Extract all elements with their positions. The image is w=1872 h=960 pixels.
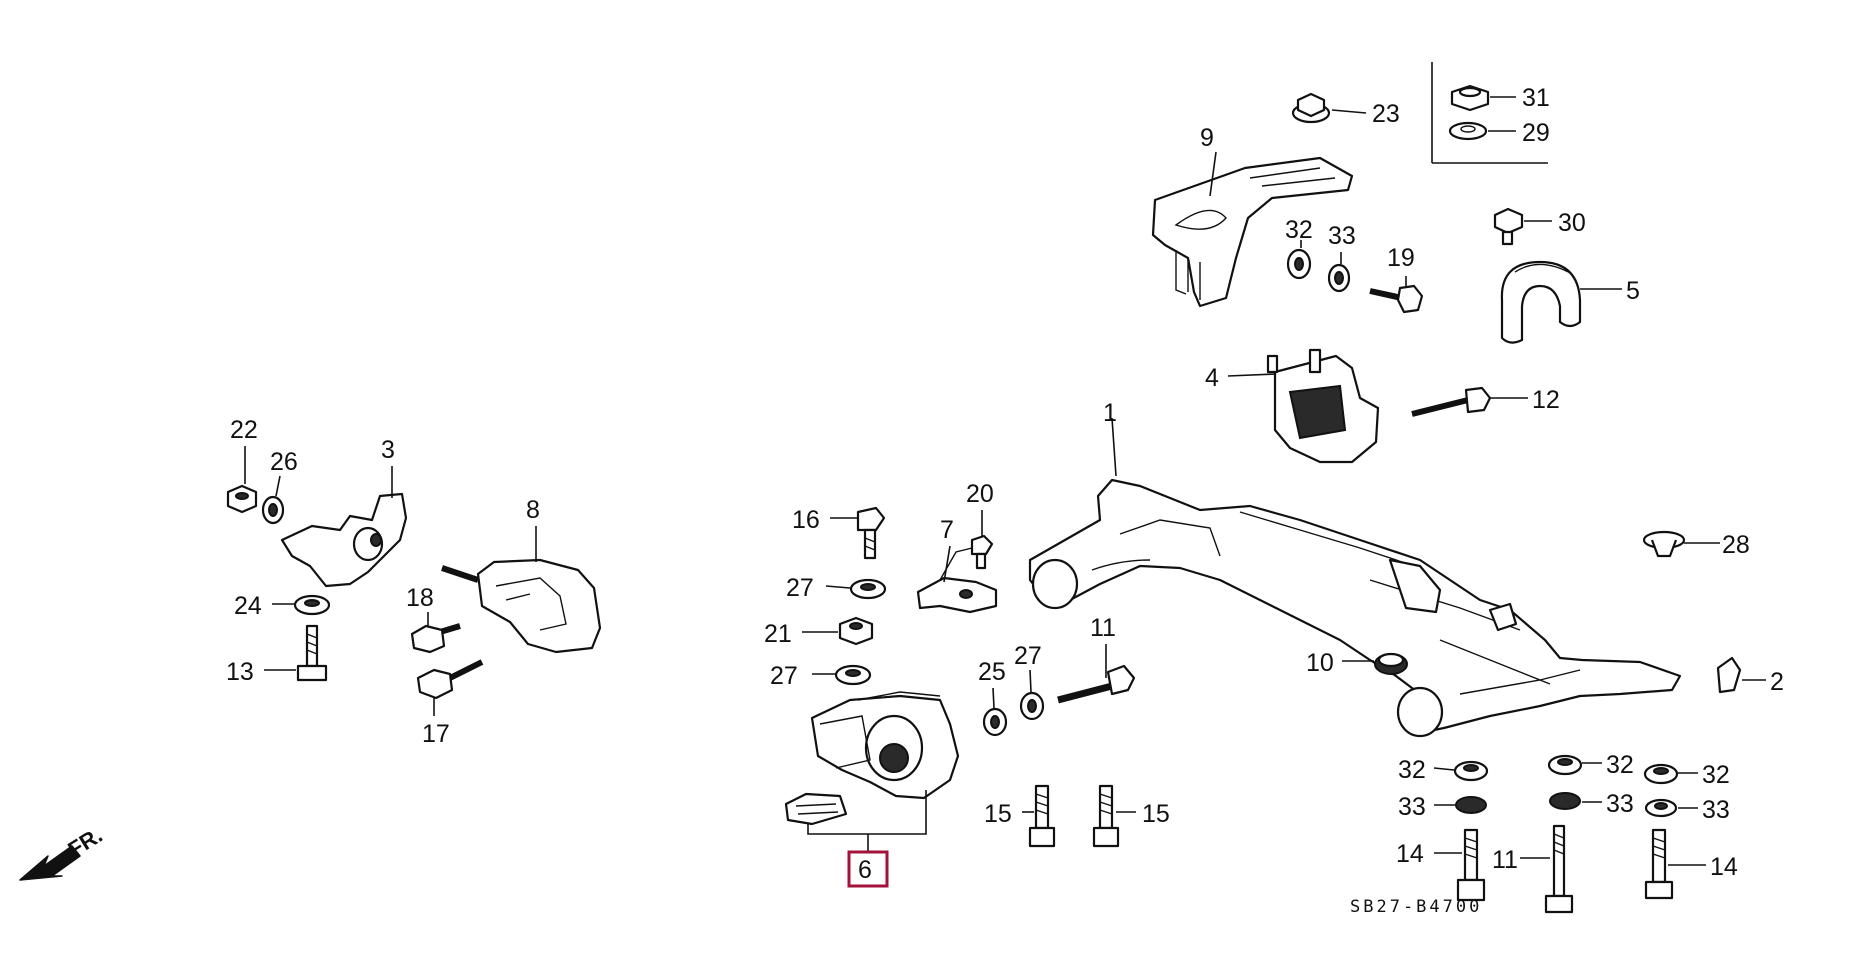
part-8-mount xyxy=(441,526,602,654)
callout-32-b: 32 xyxy=(1606,751,1634,779)
part-27-washer-mid xyxy=(1019,669,1045,721)
callout-26: 26 xyxy=(270,448,298,476)
part-27-washer-lower xyxy=(812,664,872,686)
part-29-washer xyxy=(1448,121,1516,141)
part-32-washer-upper xyxy=(1286,240,1312,280)
callout-17: 17 xyxy=(422,720,450,748)
part-5-bushing xyxy=(1500,260,1622,344)
callout-33-a: 33 xyxy=(1398,793,1426,821)
part-16-bolt xyxy=(830,506,886,560)
part-32-washer-c xyxy=(1643,763,1698,785)
callout-32-c: 32 xyxy=(1702,761,1730,789)
part-4-mount xyxy=(1227,348,1380,464)
callout-32-upper: 32 xyxy=(1285,216,1313,244)
part-27-washer-upper xyxy=(825,578,887,600)
part-33-washer-upper xyxy=(1327,252,1351,293)
callout-7: 7 xyxy=(940,516,954,544)
callout-14-b: 14 xyxy=(1710,853,1738,881)
callout-18: 18 xyxy=(406,584,434,612)
callout-23: 23 xyxy=(1372,100,1400,128)
part-22-nut xyxy=(226,446,258,514)
bracket-box-31-29 xyxy=(1431,62,1548,164)
diagram-code: SB27-B4700 xyxy=(1350,897,1482,917)
callout-9: 9 xyxy=(1200,124,1214,152)
callout-5: 5 xyxy=(1626,277,1640,305)
callout-8: 8 xyxy=(526,496,540,524)
part-21-nut xyxy=(802,616,874,646)
callout-30: 30 xyxy=(1558,209,1586,237)
callout-20: 20 xyxy=(966,480,994,508)
part-3-bracket xyxy=(280,466,408,588)
part-11-bolt-mid xyxy=(1057,644,1136,704)
part-20-bolt xyxy=(970,510,994,570)
callout-32-a: 32 xyxy=(1398,756,1426,784)
part-31-nut xyxy=(1450,84,1516,112)
part-25-washer xyxy=(982,687,1008,737)
part-10-grommet xyxy=(1342,652,1408,675)
part-28-clip xyxy=(1642,530,1720,558)
callout-29: 29 xyxy=(1522,119,1550,147)
callout-21: 21 xyxy=(764,620,792,648)
part-32-washer-a xyxy=(1433,760,1489,782)
part-17-bolt xyxy=(416,659,484,716)
part-32-washer-b xyxy=(1547,754,1602,776)
callout-27-upper: 27 xyxy=(786,574,814,602)
callout-25: 25 xyxy=(978,658,1006,686)
part-23-flange-nut xyxy=(1291,92,1367,124)
part-9-bracket xyxy=(1151,151,1354,308)
callout-12: 12 xyxy=(1532,386,1560,414)
part-1-subframe xyxy=(1028,417,1682,738)
part-33-washer-b xyxy=(1549,792,1602,810)
part-13-bolt xyxy=(264,624,328,682)
part-2-clip xyxy=(1716,656,1766,694)
callout-28: 28 xyxy=(1722,531,1750,559)
part-15-bolt-b xyxy=(1092,784,1136,848)
part-18-bolt xyxy=(410,612,461,654)
part-19-bolt xyxy=(1369,276,1424,314)
callout-10: 10 xyxy=(1306,649,1334,677)
callout-2: 2 xyxy=(1770,668,1784,696)
callout-24: 24 xyxy=(234,592,262,620)
callout-6: 6 xyxy=(858,856,872,884)
part-26-washer xyxy=(261,475,285,525)
callout-33-b: 33 xyxy=(1606,790,1634,818)
callout-27-mid: 27 xyxy=(1014,642,1042,670)
callout-19: 19 xyxy=(1387,244,1415,272)
part-33-washer-a xyxy=(1434,796,1487,814)
callout-27-lower: 27 xyxy=(770,662,798,690)
part-6-mount xyxy=(784,691,960,852)
callout-16: 16 xyxy=(792,506,820,534)
part-30-bolt xyxy=(1493,207,1552,246)
part-24-washer xyxy=(272,594,331,616)
callout-6-highlight-box xyxy=(847,850,889,888)
part-15-bolt-a xyxy=(1022,784,1056,848)
part-12-bolt xyxy=(1411,386,1528,417)
part-11-bolt-bottom xyxy=(1520,824,1574,914)
callout-11-mid: 11 xyxy=(1090,614,1116,642)
callout-15-b: 15 xyxy=(1142,800,1170,828)
callout-31: 31 xyxy=(1522,84,1550,112)
callout-22: 22 xyxy=(230,416,258,444)
callout-33-upper: 33 xyxy=(1328,222,1356,250)
front-arrow-icon xyxy=(19,845,81,881)
part-14-bolt-b xyxy=(1644,828,1706,900)
callout-11-bottom: 11 xyxy=(1492,846,1518,874)
callout-1: 1 xyxy=(1103,399,1117,427)
callout-14-a: 14 xyxy=(1396,840,1424,868)
callout-3: 3 xyxy=(381,436,395,464)
part-33-washer-c xyxy=(1644,798,1698,818)
part-14-bolt-a xyxy=(1434,828,1486,902)
callout-4: 4 xyxy=(1205,364,1219,392)
callout-13: 13 xyxy=(226,658,254,686)
callout-15-a: 15 xyxy=(984,800,1012,828)
callout-33-c: 33 xyxy=(1702,796,1730,824)
part-7-plate xyxy=(916,545,998,614)
